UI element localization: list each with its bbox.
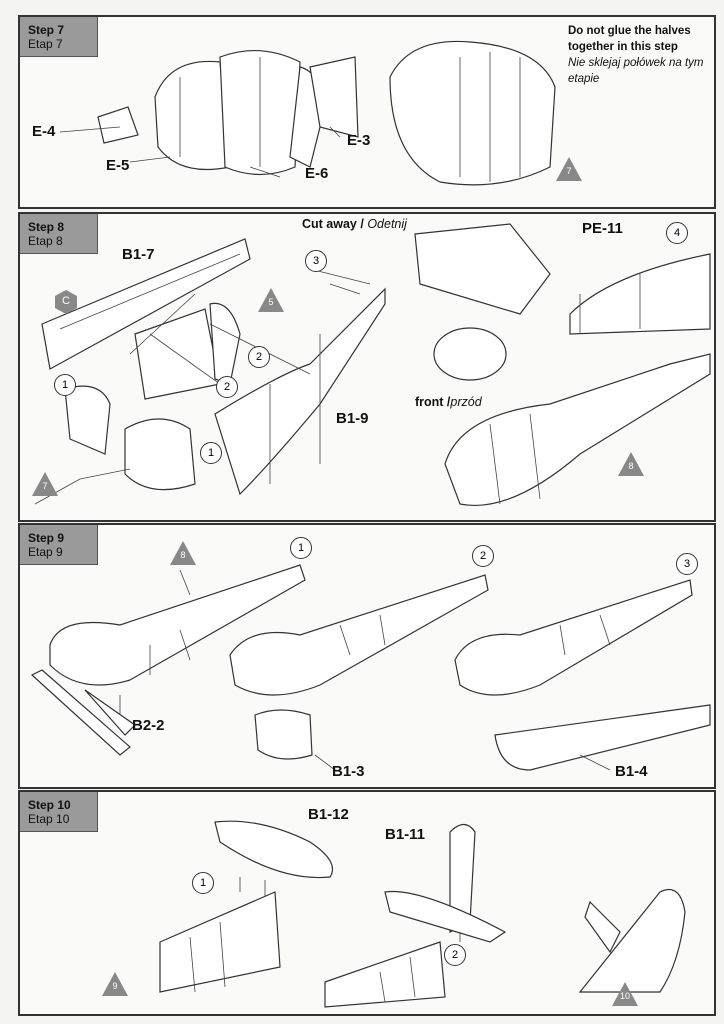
step-9-drawing bbox=[30, 564, 711, 771]
reference-number: 10 bbox=[619, 991, 630, 1001]
step-title: Step 8 bbox=[28, 220, 65, 234]
reference-triangle: 7 bbox=[556, 157, 582, 181]
part-label-b1-11: B1-11 bbox=[385, 826, 426, 843]
step-subtitle: Etap 8 bbox=[28, 234, 63, 248]
step-title: Step 7 bbox=[28, 23, 65, 37]
sub-step-circle: 3 bbox=[676, 553, 698, 575]
step-7-note: Do not glue the halves together in this … bbox=[568, 23, 708, 87]
part-label-b1-12: B1-12 bbox=[308, 806, 349, 823]
reference-number: 8 bbox=[180, 550, 186, 560]
reference-triangle: 5 bbox=[258, 288, 284, 312]
sub-step-circle: 2 bbox=[444, 944, 466, 966]
step-subtitle: Etap 10 bbox=[28, 812, 70, 826]
part-label-pe-11: PE-11 bbox=[582, 220, 623, 237]
reference-triangle: 8 bbox=[618, 452, 644, 476]
reference-number: 7 bbox=[566, 166, 572, 176]
step-10-drawing bbox=[159, 820, 686, 1008]
sub-step-circle: 4 bbox=[666, 222, 688, 244]
step-title: Step 10 bbox=[28, 798, 71, 812]
step-8-drawing bbox=[34, 223, 711, 506]
reference-triangle: 10 bbox=[612, 982, 638, 1006]
sub-step-circle: 1 bbox=[192, 872, 214, 894]
part-label-e-6: E-6 bbox=[305, 165, 329, 182]
cut-away-label: Cut away / bbox=[302, 217, 364, 231]
reference-triangle: 8 bbox=[170, 541, 196, 565]
sub-step-circle: 1 bbox=[200, 442, 222, 464]
step-subtitle: Etap 9 bbox=[28, 545, 63, 559]
sub-step-circle: 3 bbox=[305, 250, 327, 272]
part-label-b1-4: B1-4 bbox=[615, 763, 648, 780]
step-subtitle: Etap 7 bbox=[28, 37, 63, 51]
sub-step-circle: 2 bbox=[216, 376, 238, 398]
sub-step-circle: 2 bbox=[472, 545, 494, 567]
part-label-e-5: E-5 bbox=[106, 157, 130, 174]
front-label-pl: przód bbox=[450, 395, 482, 409]
sub-step-circle: 2 bbox=[248, 346, 270, 368]
part-label-b2-2: B2-2 bbox=[132, 717, 165, 734]
note-english: Do not glue the halves together in this … bbox=[568, 25, 691, 53]
sub-step-circle: 1 bbox=[290, 537, 312, 559]
hex-marker: C bbox=[54, 290, 78, 314]
sub-step-circle: 1 bbox=[54, 374, 76, 396]
step-7-drawing bbox=[59, 40, 556, 186]
reference-number: 7 bbox=[42, 481, 48, 491]
front-label: front / bbox=[415, 395, 451, 409]
part-label-e-4: E-4 bbox=[32, 123, 56, 140]
cut-away-label-pl: Odetnij bbox=[367, 217, 407, 231]
note-polish: Nie sklejaj połówek na tym etapie bbox=[568, 57, 704, 85]
part-label-b1-3: B1-3 bbox=[332, 763, 365, 780]
part-label-b1-9: B1-9 bbox=[336, 410, 369, 427]
cut-away-note: Cut away / Odetnij bbox=[302, 216, 407, 232]
part-label-e-3: E-3 bbox=[347, 132, 371, 149]
reference-triangle: 9 bbox=[102, 972, 128, 996]
reference-number: 5 bbox=[268, 297, 274, 307]
reference-number: 8 bbox=[628, 461, 634, 471]
part-label-b1-7: B1-7 bbox=[122, 246, 155, 263]
reference-triangle: 7 bbox=[32, 472, 58, 496]
step-title: Step 9 bbox=[28, 531, 65, 545]
reference-number: 9 bbox=[112, 981, 118, 991]
hex-marker-label: C bbox=[62, 295, 70, 307]
front-note: front /przód bbox=[415, 394, 482, 410]
